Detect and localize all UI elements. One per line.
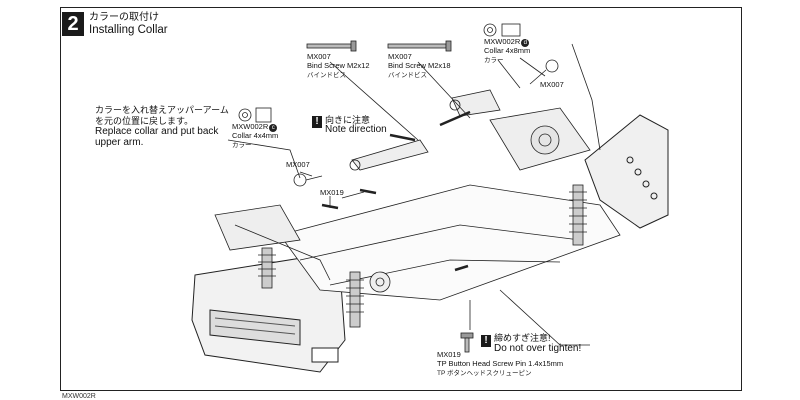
collar-4x4-icon [238,107,272,123]
collar-4x8-jp: カラー [484,57,504,64]
direction-note-jp: 向きに注意 [325,115,371,125]
step-number: 2 [62,12,84,36]
warning-icon-direction: ! [312,116,322,128]
screw-m2x12-name: Bind Screw M2x12 [307,61,370,70]
front-suspension [214,204,391,328]
screw-m2x12-code: MX007 [307,52,331,61]
rear-bumper [584,114,669,229]
tighten-note-jp: 締めすぎ注意! [494,333,551,343]
installed-screw-rear [439,110,471,127]
page-frame [60,7,742,391]
step-title-jp: カラーの取付け [89,12,159,23]
callout-mx007-left: MX007 [286,160,310,169]
rear-upper-arm [449,89,501,117]
pin-name: TP Button Head Screw Pin 1.4x15mm [437,359,564,368]
collar-4x8-name: Collar 4x8mm [484,46,531,55]
pin-code: MX019 [437,350,461,359]
screw-m2x12-jp: バインドビス [307,72,346,79]
step-title-en: Installing Collar [89,24,168,36]
button-head-pin-icon [460,332,474,353]
pin-install-2 [359,188,377,195]
tighten-note-en: Do not over tighten! [494,343,582,354]
replace-note-jp-1: カラーを入れ替えアッパーアーム [95,105,229,115]
bind-screw-m2x18-icon [387,40,452,52]
rod-end-right [529,59,559,85]
front-upper-arm [349,139,429,171]
collar-4x4-circled-letter: c [269,124,278,132]
callout-mx019-mid: MX019 [320,188,344,197]
chassis-plate [279,184,621,301]
replace-note-jp-2: を元の位置に戻します。 [95,116,194,126]
replace-note-en-2: upper arm. [95,137,144,148]
collar-4x8-icon [483,23,521,37]
front-bumper [191,254,346,373]
rod-end-left [293,173,323,187]
replace-note-en-1: Replace collar and put back [95,126,219,137]
pin-jp: TP ボタンヘッドスクリューピン [437,370,532,377]
collar-4x4-jp: カラー [232,142,252,149]
callout-mx007-right: MX007 [540,80,564,89]
page-footer-code: MXW002R [62,393,96,400]
bind-screw-m2x12-icon [306,40,357,52]
screw-m2x18-jp: バインドビス [388,72,427,79]
screw-m2x18-code: MX007 [388,52,412,61]
pin-install-3 [454,264,469,272]
collar-4x8-circled-letter: d [521,39,530,47]
warning-icon-tighten: ! [481,335,491,347]
collar-4x4-name: Collar 4x4mm [232,131,279,140]
installed-screw-front [389,133,416,142]
screw-m2x18-name: Bind Screw M2x18 [388,61,451,70]
direction-note-en: Note direction [325,124,387,135]
